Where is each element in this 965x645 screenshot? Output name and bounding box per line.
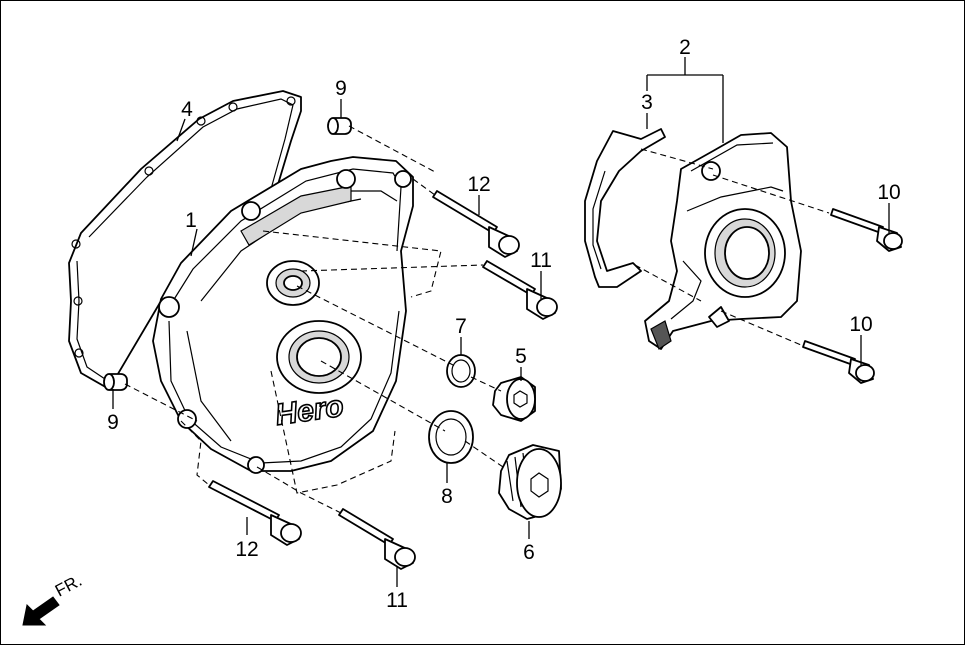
callout-9-upper: 9 [335,77,347,100]
callout-7: 7 [455,315,467,338]
callout-6: 6 [523,541,535,564]
dashed-guide-lines [124,125,830,514]
sprocket-cover-inner[interactable] [584,128,666,288]
gasket-part[interactable] [68,90,302,390]
leader-lines [112,57,890,587]
callout-1: 1 [185,209,197,232]
callout-labels: 1 2 3 4 5 6 7 8 9 9 10 10 11 11 12 12 [107,36,901,612]
sprocket-cover-outer[interactable] [644,132,802,350]
dowel-pin-lower[interactable] [103,373,128,391]
callout-11-upper: 11 [530,249,552,272]
callout-11-lower: 11 [386,589,408,612]
bolt-10-lower[interactable] [802,340,875,384]
callout-3: 3 [641,91,653,114]
dowel-pin-upper[interactable] [327,117,352,135]
front-arrow-icon [22,596,60,626]
plug-cap-6[interactable] [498,444,562,520]
callout-4: 4 [181,98,193,121]
bolt-12-upper[interactable] [432,190,520,258]
callout-5: 5 [515,345,527,368]
bolt-11-lower[interactable] [338,508,416,570]
front-direction-indicator: FR. [22,571,85,626]
callout-2: 2 [679,36,691,59]
callout-10-upper: 10 [877,181,900,204]
plug-cap-5[interactable] [492,376,536,422]
callout-10-lower: 10 [849,313,872,336]
bolt-10-upper[interactable] [830,208,903,252]
callout-12-upper: 12 [467,173,490,196]
callout-9-lower: 9 [107,411,119,434]
bolt-11-upper[interactable] [482,260,558,320]
direction-label: FR. [52,571,85,601]
washer-8[interactable] [428,410,474,464]
bolt-12-lower[interactable] [208,480,302,546]
callout-12-lower: 12 [235,538,258,561]
left-crankcase-cover[interactable]: Hero [152,156,414,474]
circlip-7[interactable] [446,354,476,388]
callout-8: 8 [441,485,453,508]
